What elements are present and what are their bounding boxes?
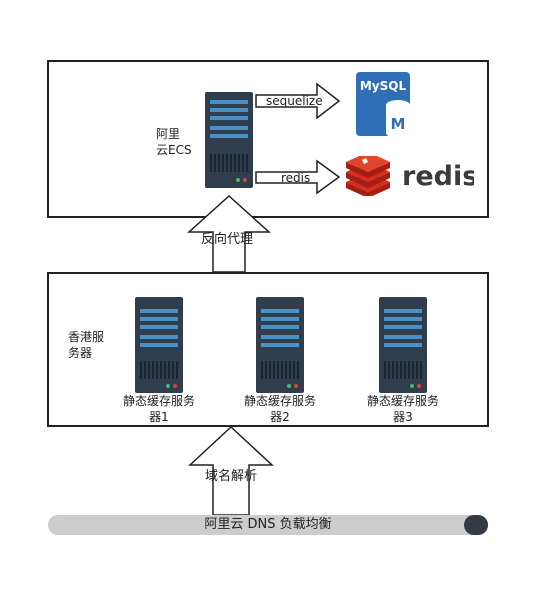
cache-server-2-label: 静态缓存服务 器2 bbox=[243, 394, 316, 424]
cache-server-1-icon bbox=[135, 297, 183, 393]
load-balancer-bar bbox=[48, 515, 488, 535]
sequelize-label: sequelize bbox=[266, 94, 323, 108]
load-balancer-cap bbox=[464, 515, 488, 535]
dns-resolve-label: 域名解析 bbox=[205, 469, 258, 484]
dns-resolve-arrow bbox=[188, 425, 274, 516]
redis-arrow bbox=[255, 159, 341, 195]
ecs-server-icon bbox=[205, 92, 253, 188]
mysql-logo-icon: MySQL M bbox=[356, 72, 410, 138]
redis-arrow-label: redis bbox=[281, 171, 311, 185]
cache-server-1-label: 静态缓存服务 器1 bbox=[122, 394, 195, 424]
cache-server-3-icon bbox=[379, 297, 427, 393]
redis-logo-icon: redis bbox=[346, 156, 474, 196]
hk-label: 香港服 务器 bbox=[68, 330, 105, 360]
load-balancer-label: 阿里云 DNS 负载均衡 bbox=[204, 517, 332, 532]
reverse-proxy-label: 反向代理 bbox=[201, 232, 254, 247]
sequelize-arrow bbox=[255, 82, 341, 120]
ecs-box bbox=[47, 60, 489, 218]
redis-brand-text: redis bbox=[402, 161, 474, 192]
reverse-proxy-arrow bbox=[187, 194, 271, 273]
cache-server-2-icon bbox=[256, 297, 304, 393]
ecs-label: 阿里 云ECS bbox=[156, 127, 192, 157]
mysql-logo-text: MySQL bbox=[360, 79, 407, 93]
cache-server-3-label: 静态缓存服务 器3 bbox=[366, 394, 439, 424]
mysql-m-text: M bbox=[391, 115, 406, 133]
